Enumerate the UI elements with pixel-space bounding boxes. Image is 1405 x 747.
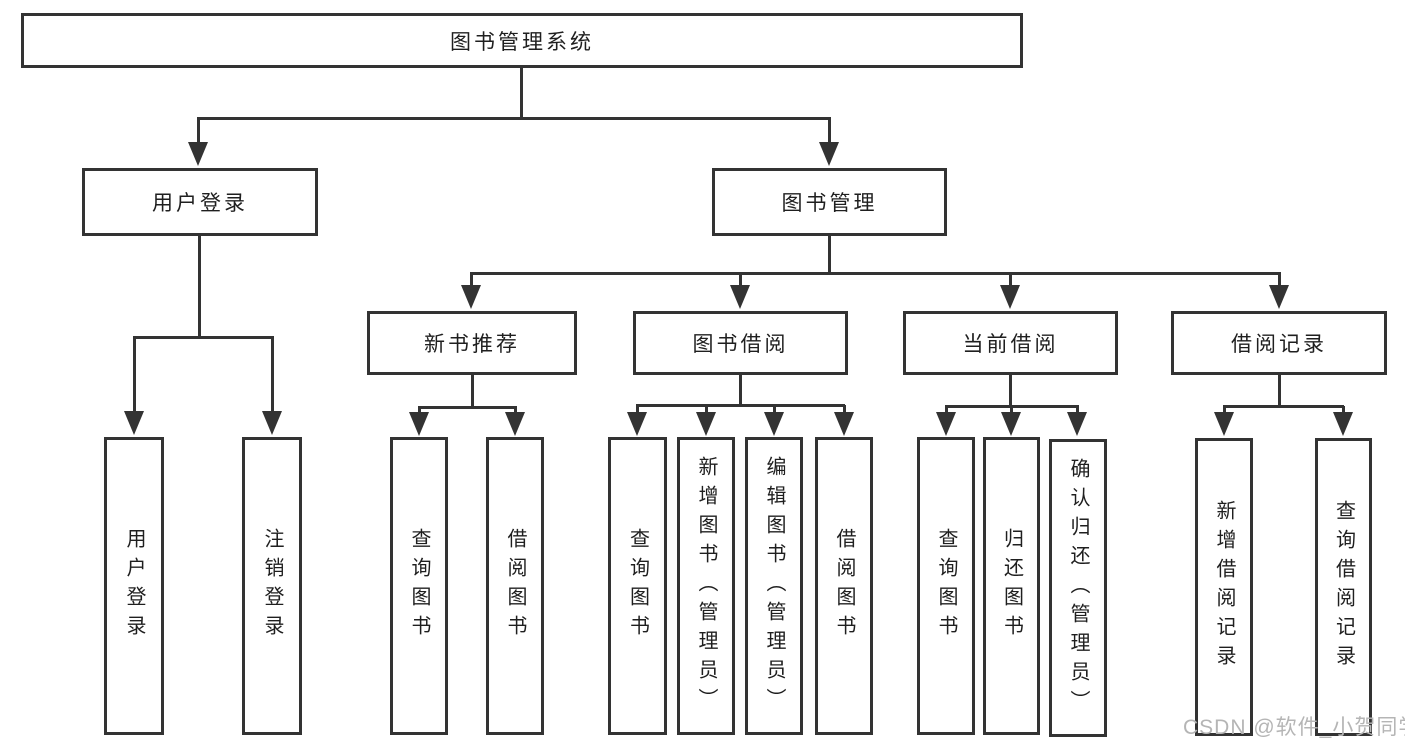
leaf-borrow-borrow-book-label: 借阅图书: [833, 528, 855, 644]
leaf-logout-label: 注销登录: [261, 528, 283, 644]
connector-line: [773, 405, 776, 413]
leaf-add-book-admin: 新增图书（管理员）: [677, 437, 735, 735]
node-book-borrow-label: 图书借阅: [692, 333, 789, 356]
arrow-down-icon: [1067, 412, 1087, 436]
connector-line: [1223, 405, 1344, 408]
connector-line: [514, 407, 517, 415]
arrow-down-icon: [1000, 285, 1020, 309]
leaf-recommend-borrow-book: 借阅图书: [486, 437, 544, 735]
leaf-recommend-query-book: 查询图书: [390, 437, 448, 735]
connector-line: [198, 236, 201, 337]
connector-line: [471, 375, 474, 407]
node-book-management-label: 图书管理: [781, 192, 878, 215]
leaf-query-borrow-record-label: 查询借阅记录: [1332, 500, 1355, 674]
connector-line: [418, 407, 421, 415]
leaf-edit-book-admin: 编辑图书（管理员）: [745, 437, 803, 735]
connector-line: [1223, 406, 1226, 414]
connector-line: [636, 405, 639, 413]
leaf-borrow-query-book: 查询图书: [608, 437, 667, 735]
node-borrow-records-label: 借阅记录: [1231, 333, 1327, 356]
connector-line: [197, 118, 200, 146]
node-user-login: 用户登录: [82, 168, 318, 236]
connector-line: [828, 118, 831, 146]
arrow-down-icon: [764, 412, 784, 436]
arrow-down-icon: [188, 142, 208, 166]
connector-line: [705, 405, 708, 413]
connector-line: [1278, 273, 1281, 288]
leaf-query-borrow-record: 查询借阅记录: [1315, 438, 1372, 736]
leaf-borrow-borrow-book: 借阅图书: [815, 437, 873, 735]
node-current-borrow-label: 当前借阅: [962, 333, 1059, 356]
leaf-edit-book-admin-label: 编辑图书（管理员）: [763, 455, 785, 717]
connector-line: [739, 273, 742, 288]
arrow-down-icon: [1269, 285, 1289, 309]
arrow-down-icon: [1333, 412, 1353, 436]
connector-line: [1342, 406, 1345, 414]
node-book-borrow: 图书借阅: [633, 311, 848, 375]
connector-line: [636, 404, 845, 407]
connector-line: [418, 406, 517, 409]
leaf-add-book-admin-label: 新增图书（管理员）: [695, 455, 717, 717]
arrow-down-icon: [262, 411, 282, 435]
watermark-text: CSDN @软件_小贺同学: [1183, 716, 1405, 739]
node-borrow-records: 借阅记录: [1171, 311, 1387, 375]
connector-line: [133, 336, 274, 339]
connector-line: [1009, 273, 1012, 288]
leaf-current-query-book: 查询图书: [917, 437, 975, 735]
arrow-down-icon: [730, 285, 750, 309]
connector-line: [133, 337, 136, 415]
leaf-user-login: 用户登录: [104, 437, 164, 735]
connector-line: [843, 405, 846, 413]
arrow-down-icon: [696, 412, 716, 436]
connector-line: [197, 117, 831, 120]
arrow-down-icon: [505, 412, 525, 436]
node-book-management: 图书管理: [712, 168, 947, 236]
leaf-return-book: 归还图书: [983, 437, 1040, 735]
connector-line: [945, 406, 948, 414]
arrow-down-icon: [1001, 412, 1021, 436]
connector-line: [1076, 406, 1079, 414]
connector-line: [828, 236, 831, 273]
node-root: 图书管理系统: [21, 13, 1023, 68]
connector-line: [470, 272, 1281, 275]
node-current-borrow: 当前借阅: [903, 311, 1118, 375]
connector-line: [739, 375, 742, 405]
arrow-down-icon: [819, 142, 839, 166]
leaf-add-borrow-record-label: 新增借阅记录: [1213, 500, 1235, 674]
leaf-user-login-label: 用户登录: [123, 528, 145, 644]
node-user-login-label: 用户登录: [152, 192, 248, 215]
node-root-label: 图书管理系统: [450, 30, 594, 54]
leaf-recommend-query-book-label: 查询图书: [408, 528, 430, 644]
leaf-return-book-label: 归还图书: [1000, 528, 1023, 644]
leaf-add-borrow-record: 新增借阅记录: [1195, 438, 1253, 736]
leaf-confirm-return-admin-label: 确认归还（管理员）: [1067, 457, 1089, 719]
node-new-book-recommend-label: 新书推荐: [424, 333, 520, 356]
arrow-down-icon: [1214, 412, 1234, 436]
arrow-down-icon: [834, 412, 854, 436]
arrow-down-icon: [409, 412, 429, 436]
leaf-logout: 注销登录: [242, 437, 302, 735]
connector-line: [1010, 406, 1013, 414]
arrow-down-icon: [936, 412, 956, 436]
watermark: CSDN @软件_小贺同学: [1183, 711, 1405, 741]
arrow-down-icon: [124, 411, 144, 435]
connector-line: [470, 273, 473, 288]
node-new-book-recommend: 新书推荐: [367, 311, 577, 375]
connector-line: [1278, 375, 1281, 406]
connector-line: [520, 67, 523, 118]
connector-line: [1009, 375, 1012, 406]
connector-line: [271, 337, 274, 415]
leaf-current-query-book-label: 查询图书: [935, 528, 957, 644]
arrow-down-icon: [627, 412, 647, 436]
leaf-borrow-query-book-label: 查询图书: [626, 528, 649, 644]
arrow-down-icon: [461, 285, 481, 309]
leaf-recommend-borrow-book-label: 借阅图书: [504, 528, 526, 644]
leaf-confirm-return-admin: 确认归还（管理员）: [1049, 439, 1107, 737]
